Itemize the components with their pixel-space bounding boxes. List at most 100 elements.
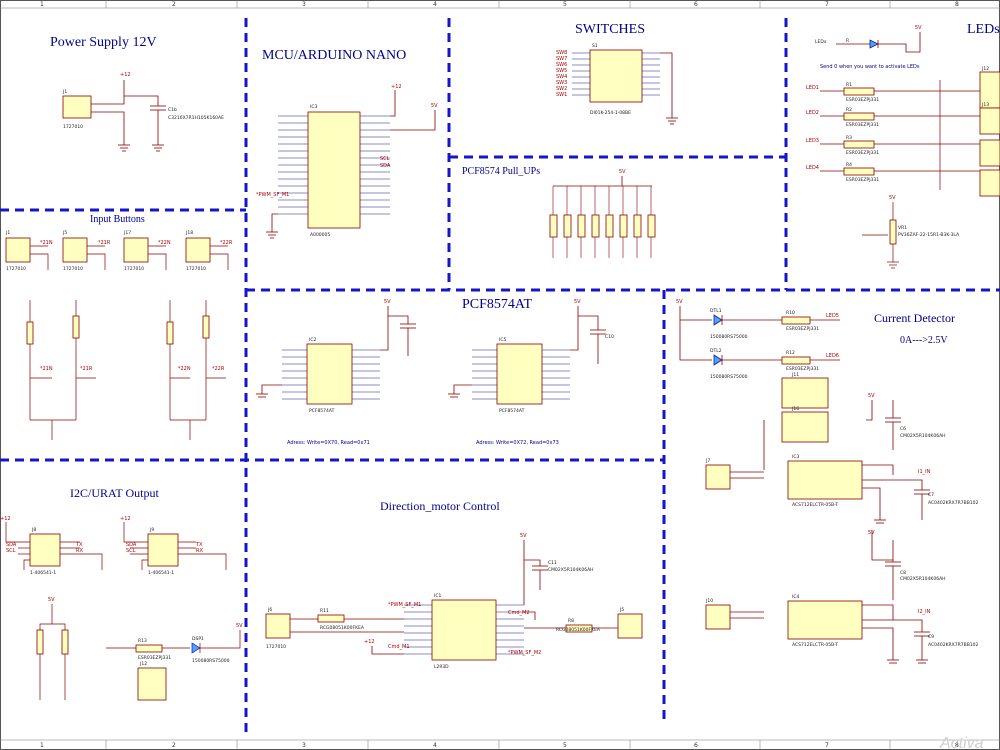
switch-net: SW7 [556,56,567,62]
section-title-power: Power Supply 12V [50,35,157,50]
ruler-tick: 2 [172,1,176,8]
switch-net: SW2 [556,86,567,92]
r1-ref: R1 [846,82,852,88]
ruler-tick: 4 [433,742,437,749]
s1-value: DI01K-254-1-08BE [590,110,631,116]
c1b-value: C3216X7R1H105K160AE [168,115,224,121]
cd-5v-label: 5V [676,299,683,305]
ic1-value: L293D [434,664,449,670]
mcu-net-pwm: *PWM_SF_M1 [256,192,289,198]
mcu-vcc-label: +12 [391,84,402,90]
ic4-value: ACS712ELCTR-05B-T [792,642,838,648]
dsp1-value: 150080RS75000 [192,658,230,664]
r12-value: ESR03EZPJ331 [786,366,819,372]
switch-net: SW3 [556,80,567,86]
pcf-block [256,306,606,405]
r2-ref: R2 [846,107,852,113]
button-net: *22N [178,366,191,372]
button-net: *22R [220,240,233,246]
r8-ref: R8 [568,618,574,624]
switch-nets: SW8 SW7 SW6 SW5 SW4 SW3 SW2 SW1 [556,50,567,98]
ruler-top: 1 2 3 4 5 6 7 8 [40,1,959,8]
led-5v-label: 5V [915,25,922,31]
button-conn-value: 1727010 [63,266,83,272]
i2c2-net-sda: SDA [126,542,137,548]
motor-net-cmd1: Cmd_M1 [388,644,410,650]
ic3b-value: ACS712ELCTR-05B-T [792,502,838,508]
section-title-inputs: Input Buttons [90,214,145,225]
j12-ref: J12 [981,66,989,72]
button-net: *21R [80,366,93,372]
vcc-label: +12 [120,72,131,78]
ic1-ref: IC1 [434,593,441,599]
s1-ref: S1 [592,43,598,49]
j8-ref: J8 [31,527,36,533]
dtl2-value: 150080RS75000 [710,374,748,380]
ruler-tick: 8 [955,1,959,8]
c7-value: AC0402KRX7R7BB102 [928,500,979,506]
switches-block [572,49,678,125]
c7-ref: C7 [928,492,934,498]
i2-in-net: I2_IN [918,609,931,615]
j5-motor-ref: J5 [619,607,624,613]
j17-button-ref: J17 [123,230,131,236]
button-net: *22R [212,366,225,372]
cd2-5v-label: 5V [868,530,875,536]
button-conn-value: 1727010 [124,266,144,272]
ruler-tick: 5 [563,742,567,749]
ic3b-ref: IC3 [792,454,799,460]
switch-net: SW5 [556,68,567,74]
r11-value: RCG08051K00FKEA [320,625,365,631]
j9-ref: J9 [149,527,154,533]
r13-value: ESR03EZPJ331 [138,655,171,661]
vr1-ref: VR1 [898,225,907,231]
button-net: *21N [40,366,53,372]
r10-value: ESR03EZPJ331 [786,326,819,332]
ruler-tick: 6 [694,742,698,749]
current-detector-block [679,306,930,664]
input-buttons-block [5,237,229,440]
r1-value: ESR03EZPJ331 [846,97,879,103]
r10-ref: R10 [786,310,795,316]
button-net: *21N [40,240,53,246]
c8-value: CM02X5R104K06AH [900,576,946,582]
r8-value: RCG08051K00FKEA [556,627,601,633]
switch-net: SW1 [556,92,567,98]
ruler-tick: 1 [40,742,44,749]
ruler-tick: 1 [40,1,44,8]
pcf1-address: Adress: Write=0X70, Read=0x71 [287,440,370,446]
i2c-net-tx: TX [75,542,83,548]
led-net: LED4 [806,165,819,171]
i2c2-net-scl: SCL [126,548,136,554]
c1b-ref: C1b [168,107,177,113]
section-title-mcu: MCU/ARDUINO NANO [262,48,406,63]
j1-ref: J1 [62,89,67,95]
c9-ref: C9 [928,634,934,640]
i2c-net-sda: SDA [6,542,17,548]
ic5-value: PCF8574AT [499,408,525,414]
ruler-tick: 7 [825,742,829,749]
ic5-ref: IC5 [499,337,506,343]
dtl2-ref: DTL2 [710,348,722,354]
section-title-switches: SWITCHES [575,22,645,37]
i2c-block [5,522,241,701]
j1-button-ref: J1 [5,230,10,236]
vr1-value: PV36ZAF-22-15R1-B3K-3LA [898,232,960,238]
motor-5v-label: 5V [520,533,527,539]
section-title-motor: Direction_motor Control [380,499,500,513]
c11-value: CM02X5R104K06AH [548,567,594,573]
ruler-tick: 2 [172,742,176,749]
motor-vcc-label: +12 [364,639,375,645]
pullup-5v-label: 5V [619,169,626,175]
ic2-value: PCF8574AT [309,408,335,414]
mcu-net-scl: SCL [380,156,390,162]
dtl1-ref: DTL1 [710,308,722,314]
ledx-label: LEDx [815,39,827,45]
dtl1-value: 150080RS75000 [710,334,748,340]
i2c-vcc-label: +12 [0,516,11,522]
power-supply-block [62,80,166,152]
i2c2-net-rx: RX [196,548,203,554]
led-net: LED2 [806,110,819,116]
